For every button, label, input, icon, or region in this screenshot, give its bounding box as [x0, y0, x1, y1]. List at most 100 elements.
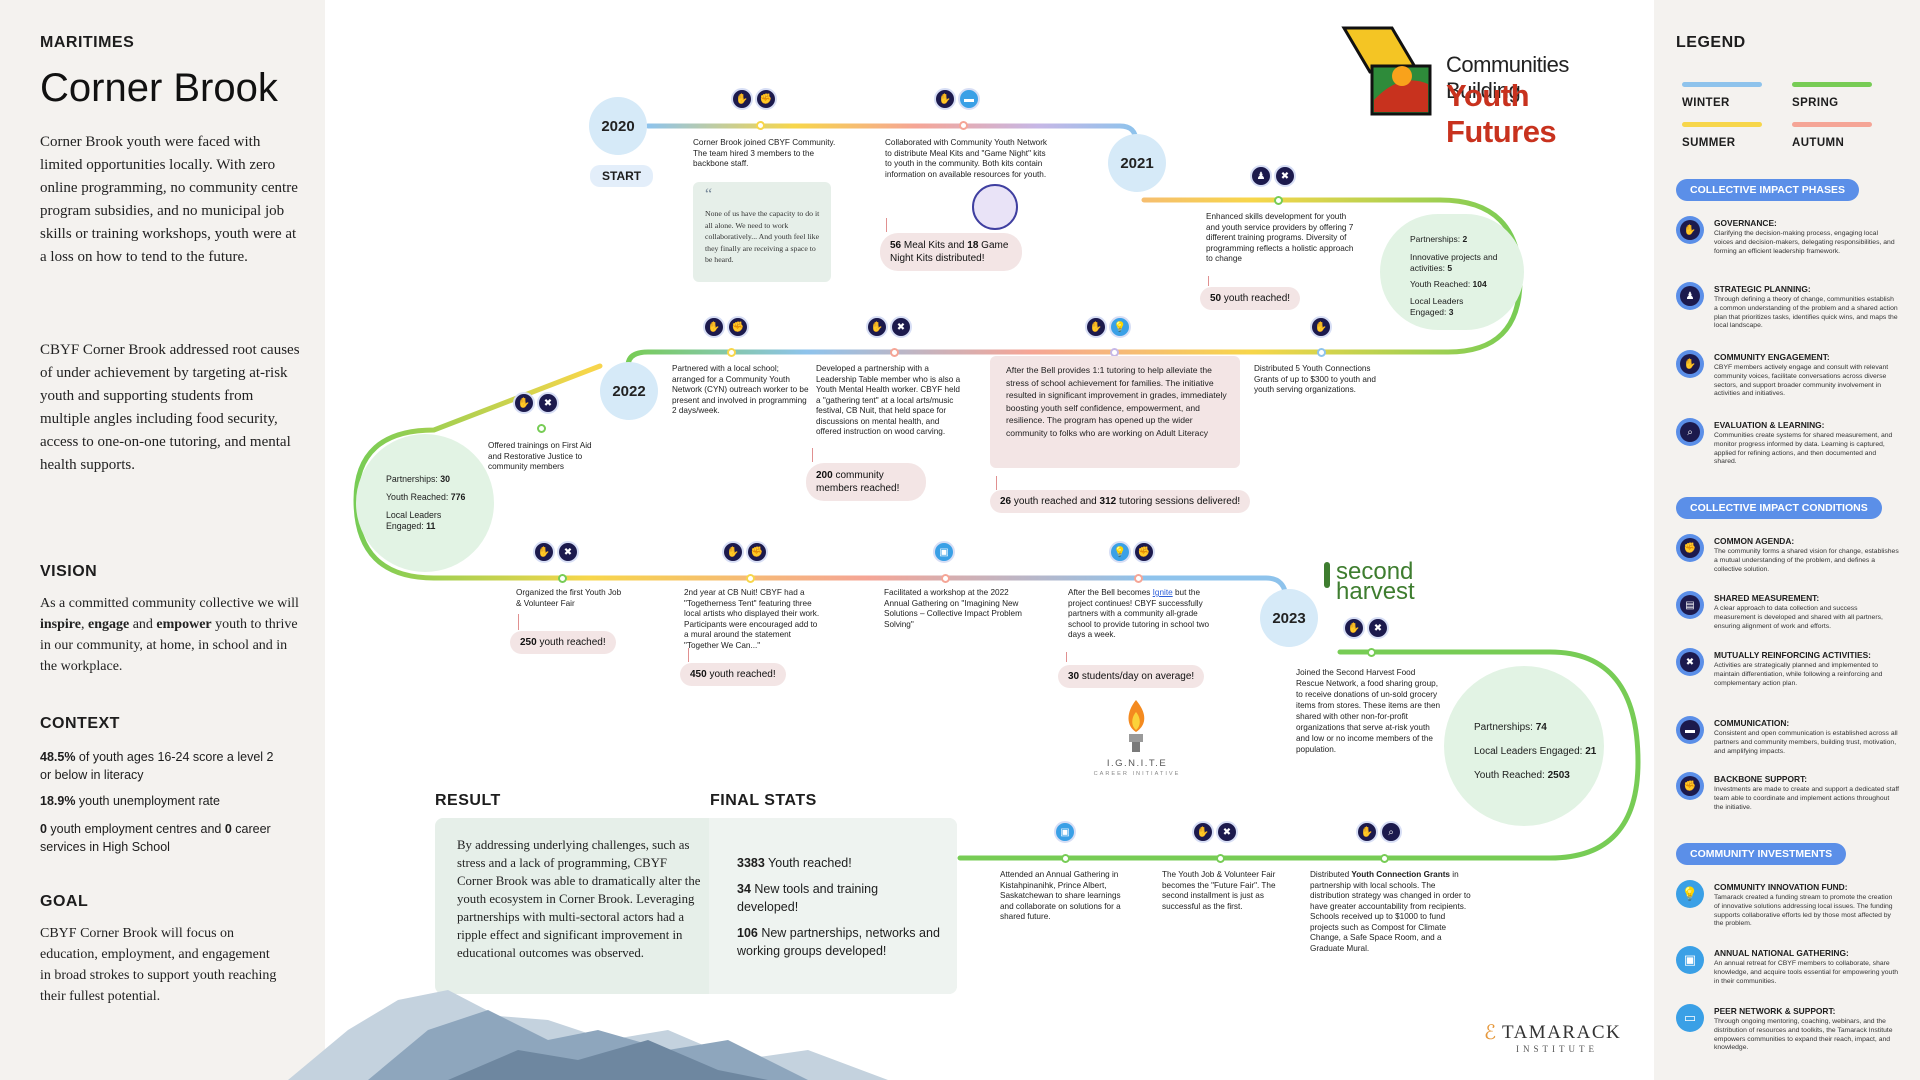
governance-icon: ✋ [1356, 821, 1378, 843]
icon-pair: 💡✊ [1109, 541, 1155, 563]
mountains-decoration [288, 990, 888, 1080]
second-harvest-line1: second [1336, 558, 1414, 585]
phase-text: Communities create systems for shared me… [1714, 432, 1893, 466]
investment-title: ANNUAL NATIONAL GATHERING: [1714, 948, 1849, 958]
governance-icon: ✋ [1192, 821, 1214, 843]
ignite-link[interactable]: Ignite [1152, 588, 1173, 597]
governance-icon: ✋ [703, 316, 725, 338]
badge-26: 26 youth reached and 312 tutoring sessio… [990, 490, 1251, 513]
tamarack-line2: INSTITUTE [1516, 1044, 1598, 1054]
governance-icon: ✋ [513, 392, 535, 414]
legend-spring: SPRING [1792, 97, 1839, 109]
connector [688, 648, 689, 662]
icon-pair: ✋✖ [1192, 821, 1238, 843]
entry-2023-grants: Distributed Youth Connection Grants in p… [1310, 870, 1471, 953]
legend-title: LEGEND [1676, 34, 1746, 51]
entry-2022-grants: Distributed 5 Youth Connections Grants o… [1254, 364, 1376, 394]
stat-reached: Youth Reached: 104 [1410, 279, 1487, 289]
wheat-icon [1324, 562, 1330, 588]
timeline-dot [558, 574, 567, 583]
phases-pill: COLLECTIVE IMPACT PHASES [1676, 179, 1859, 201]
connector [518, 614, 519, 630]
final-stat: 3383 Youth reached! [737, 856, 852, 870]
investments-pill: COMMUNITY INVESTMENTS [1676, 843, 1847, 865]
connector [996, 476, 997, 490]
year-2021: 2021 [1108, 134, 1166, 192]
condition-text: The community forms a shared vision for … [1714, 548, 1899, 573]
tamarack-line1: TAMARACK [1502, 1022, 1622, 1043]
mutually-reinforcing-icon: ✖ [1274, 165, 1296, 187]
ignite-logo: I.G.N.I.T.E CAREER INITIATIVE [1082, 698, 1192, 788]
cbyf-logo-line2: Youth Futures [1446, 78, 1557, 149]
final-stat: 106 New partnerships, networks and worki… [737, 926, 940, 958]
entry-2022-mental-health: Developed a partnership with a Leadershi… [816, 364, 961, 436]
stat-reached: Youth Reached: 2503 [1474, 770, 1570, 781]
community-engagement-icon: ✋ [1676, 350, 1704, 378]
stat-partnerships: Partnerships: 74 [1474, 722, 1547, 733]
community-engagement-icon: ✋ [1310, 316, 1332, 338]
innovation-fund-icon: 💡 [1109, 541, 1131, 563]
governance-icon: ✋ [934, 88, 956, 110]
legend-spring-line [1792, 82, 1872, 87]
condition-text: Activities are strategically planned and… [1714, 662, 1883, 687]
icon-pair: ✋💡 [1085, 316, 1131, 338]
final-stats-panel [709, 818, 957, 994]
condition-text: A clear approach to data collection and … [1714, 605, 1883, 630]
second-harvest-line2: harvest [1336, 578, 1415, 605]
approach-text: CBYF Corner Brook addressed root causes … [40, 342, 300, 473]
icon-pair: ♟✖ [1250, 165, 1296, 187]
entry-2021-skills: Enhanced skills development for youth an… [1206, 212, 1354, 263]
entry-2020-mealkits: Collaborated with Community Youth Networ… [885, 138, 1048, 179]
badge-250: 250 youth reached! [510, 631, 616, 654]
result-text: By addressing underlying challenges, suc… [457, 838, 701, 960]
phase-title: STRATEGIC PLANNING: [1714, 284, 1811, 294]
entry-2022-tutoring: After the Bell provides 1:1 tutoring to … [1006, 365, 1227, 438]
final-stat: 34 New tools and training developed! [737, 882, 879, 914]
context-item: 0 youth employment centres and 0 career … [40, 822, 271, 854]
investment-title: PEER NETWORK & SUPPORT: [1714, 1006, 1836, 1016]
icon-pair: ✋ [1310, 316, 1332, 338]
legend-winter: WINTER [1682, 97, 1730, 109]
communication-icon: ▬ [958, 88, 980, 110]
connector [1208, 276, 1209, 286]
cbyf-logo-line1: Communities Building [1446, 52, 1569, 103]
evaluation-icon: ⌕ [1380, 821, 1402, 843]
innovation-fund-icon: 💡 [1109, 316, 1131, 338]
left-panel: MARITIMES Corner Brook Corner Brook yout… [0, 0, 325, 1080]
timeline-dot [537, 424, 546, 433]
phase-title: EVALUATION & LEARNING: [1714, 420, 1825, 430]
region-label: MARITIMES [40, 34, 135, 51]
cbyf-logo-icon [1341, 26, 1432, 116]
governance-icon: ✋ [731, 88, 753, 110]
goal-text: CBYF Corner Brook will focus on educatio… [40, 926, 277, 1004]
stats-2022: Partnerships: 30 Youth Reached: 776 Loca… [356, 434, 494, 572]
stat-reached: Youth Reached: 776 [386, 492, 466, 502]
innovation-fund-icon: 💡 [1676, 880, 1704, 908]
icon-pair: ✋✖ [866, 316, 912, 338]
annual-gathering-icon: ▣ [933, 541, 955, 563]
vision-text: As a committed community collective we w… [40, 596, 299, 674]
investment-title: COMMUNITY INNOVATION FUND: [1714, 882, 1848, 892]
legend-summer-line [1682, 122, 1762, 127]
icon-pair: ▣ [1054, 821, 1076, 843]
icon-pair: ▣ [933, 541, 955, 563]
stats-2023: Partnerships: 74 Local Leaders Engaged: … [1444, 666, 1604, 826]
cbyf-logo: Communities Building Youth Futures [1340, 22, 1620, 149]
second-harvest-logo: second harvest [1320, 560, 1440, 604]
condition-title: COMMON AGENDA: [1714, 536, 1795, 546]
context-item: 18.9% youth unemployment rate [40, 794, 220, 808]
entry-2022-cb-nuit: 2nd year at CB Nuit! CBYF had a "Togethe… [684, 588, 820, 650]
timeline-dot [941, 574, 950, 583]
mutually-reinforcing-icon: ✖ [537, 392, 559, 414]
tamarack-logo: ℰ TAMARACK INSTITUTE [1484, 1020, 1634, 1060]
entry-2023-second-harvest: Joined the Second Harvest Food Rescue Ne… [1296, 668, 1441, 754]
icon-pair: ✋✖ [1343, 617, 1389, 639]
backbone-support-icon: ✊ [1133, 541, 1155, 563]
mutually-reinforcing-icon: ✖ [557, 541, 579, 563]
governance-icon: ✋ [1343, 617, 1365, 639]
icon-pair: ✋⌕ [1356, 821, 1402, 843]
backbone-support-icon: ✊ [746, 541, 768, 563]
backbone-support-icon: ✊ [727, 316, 749, 338]
stat-partnerships: Partnerships: 30 [386, 474, 451, 484]
